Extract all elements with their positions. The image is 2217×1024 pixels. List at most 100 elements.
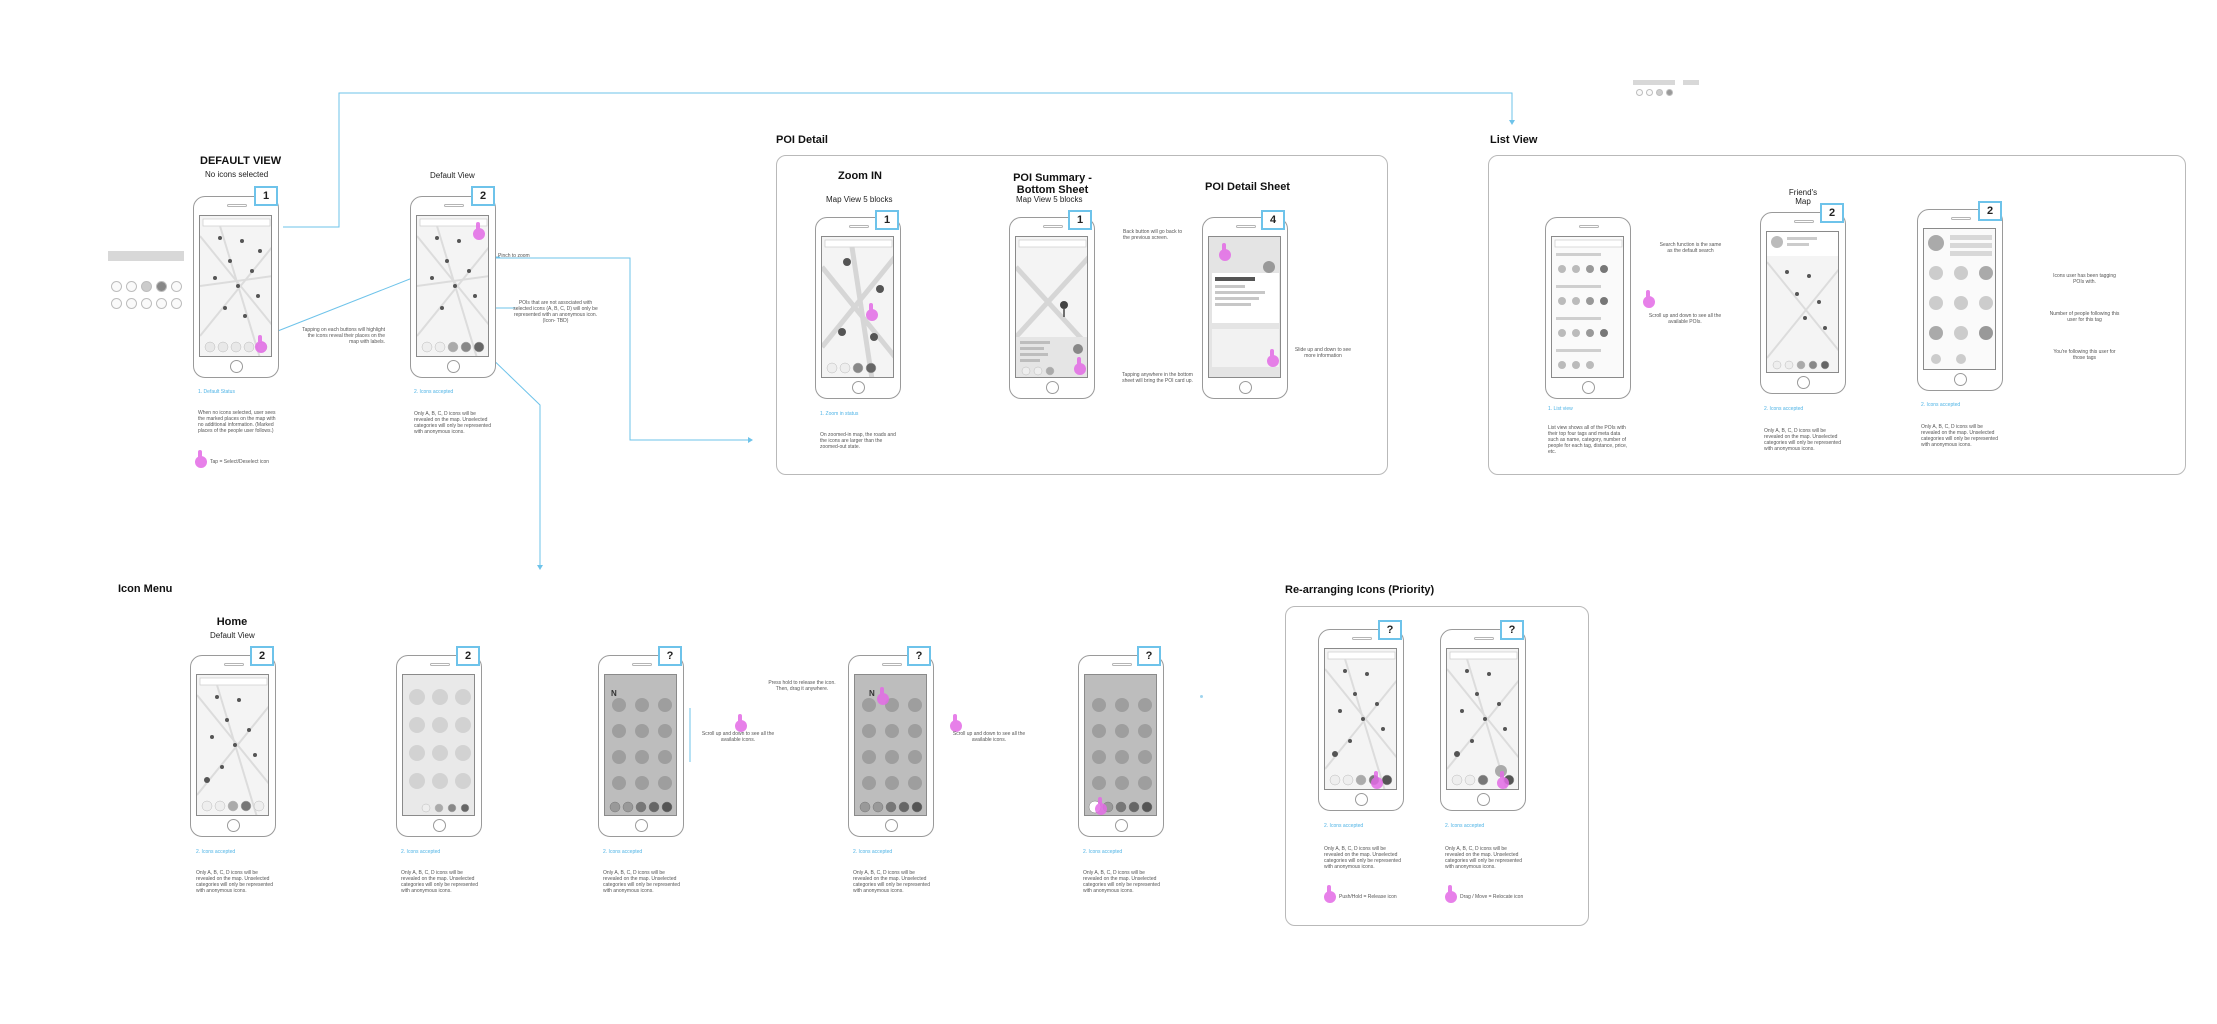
legend-icon [111,281,122,292]
hand-tap-icon [735,714,747,732]
home-button [230,360,243,373]
screen-badge: ? [907,646,931,666]
phone-icon-menu-dark: N [598,655,684,837]
friends-map-title: Friend's Map [1788,188,1818,206]
link-icons-accepted[interactable]: 2. Icons accepted [196,849,236,855]
mini-legend-dot [1656,89,1663,96]
home-button [1954,373,1967,386]
phone-icon-menu-home [190,655,276,837]
note-following: You're following this user for those tag… [2053,349,2116,361]
arrow-iconmenu-head [537,565,543,570]
screen-badge: ? [1137,646,1161,666]
link-icons-accepted[interactable]: 2. Icons accepted [1445,823,1485,829]
home-button [1046,381,1059,394]
icon-legend-bar [108,251,184,261]
legend-icon [141,281,152,292]
hand-tap-icon [195,450,207,468]
link-icons-accepted[interactable]: 2. Icons accepted [1324,823,1364,829]
link-icons-accepted[interactable]: 2. Icons accepted [603,849,643,855]
hand-tap-icon [1324,885,1336,903]
caption-legend-push: Push/Hold = Release icon [1339,894,1397,900]
caption-m3: Only A, B, C, D icons will be revealed o… [603,870,680,894]
home-subtitle: Default View [210,631,255,640]
hand-tap-icon [1219,243,1231,261]
screen-badge: 2 [456,646,480,666]
screen-badge: 1 [1068,210,1092,230]
note-unassociated: POIs that are not associated with select… [513,300,598,324]
zoom-title: Zoom IN [838,170,882,182]
north-indicator: N [611,689,617,698]
note-pinch: Pinch to zoom [498,253,530,259]
north-indicator: N [869,689,875,698]
connector-s2-to-iconmenu [482,349,541,565]
screen-badge: ? [1378,620,1402,640]
screen-map-zoomed [821,236,894,378]
caption-icons-accepted: Only A, B, C, D icons will be revealed o… [414,411,491,435]
note-tap-anywhere: Tapping anywhere in the bottom sheet wil… [1122,372,1193,384]
link-default-status[interactable]: 1. Default Status [198,389,235,395]
screen-badge: 1 [875,210,899,230]
screen-map [1446,648,1519,790]
legend-icon [171,298,182,309]
screen-map-summary [1015,236,1088,378]
phone-icon-menu-drag: N [848,655,934,837]
home-button [635,819,648,832]
link-list-view[interactable]: 1. List view [1548,406,1573,412]
note-tap-buttons: Tapping on each buttons will highlight t… [302,327,385,345]
home-button [1797,376,1810,389]
summary-title: POI Summary - Bottom Sheet [1013,172,1092,196]
hand-tap-icon [866,303,878,321]
home-button [1239,381,1252,394]
detail-title: POI Detail Sheet [1205,181,1290,193]
rearranging-title: Re-arranging Icons (Priority) [1285,584,1435,596]
screen-icon-grid [402,674,475,816]
note-scroll-icons: Scroll up and down to see all the availa… [701,731,775,743]
hand-drag-icon [1445,885,1457,903]
caption-default: When no icons selected, user sees the ma… [198,410,276,434]
home-button [1582,381,1595,394]
zoom-subtitle: Map View 5 blocks [826,195,893,204]
mini-legend-dot [1636,89,1643,96]
hand-tap-icon [1643,290,1655,308]
hand-tap-icon [1371,771,1383,789]
hand-tap-icon [1074,357,1086,375]
phone-poi-detail-sheet [1202,217,1288,399]
phone-rearrange-2 [1440,629,1526,811]
arrow-poidetail-head [748,437,753,443]
screen-badge: 2 [1978,201,2002,221]
note-scroll-pois: Scroll up and down to see all the availa… [1648,313,1722,325]
home-button [1477,793,1490,806]
phone-icons-accepted [410,196,496,378]
legend-icon [126,298,137,309]
caption-list-view: List view shows all of the POIs with the… [1548,425,1628,455]
caption-rearrange-1: Only A, B, C, D icons will be revealed o… [1324,846,1401,870]
phone-friend-tags [1917,209,2003,391]
mini-legend-bar [1633,80,1675,85]
link-icons-accepted[interactable]: 2. Icons accepted [853,849,893,855]
note-scroll-icons-2: Scroll up and down to see all the availa… [952,731,1026,743]
link-icons-accepted[interactable]: 2. Icons accepted [1083,849,1123,855]
screen-detail-sheet [1208,236,1281,378]
note-press-hold: Press hold to release the icon. Then, dr… [768,680,836,692]
hand-tap-icon [950,714,962,732]
phone-icon-menu-grid [396,655,482,837]
link-icons-accepted[interactable]: 2. Icons accepted [401,849,441,855]
poi-detail-title: POI Detail [776,134,828,146]
legend-icon [156,298,167,309]
arrow-list-head [1509,120,1515,125]
mini-legend-bar-2 [1683,80,1699,85]
link-icons-accepted[interactable]: 2. Icons accepted [414,389,454,395]
connector-default-to-list [283,92,1513,228]
screen-icon-grid-dark: N [604,674,677,816]
hand-tap-icon [1267,349,1279,367]
connector-s2-to-poidetail [485,257,748,441]
caption-home: Only A, B, C, D icons will be revealed o… [196,870,273,894]
screen-badge: 2 [1820,203,1844,223]
link-icons-accepted[interactable]: 2. Icons accepted [1921,402,1961,408]
stray-dot [1200,695,1203,698]
link-zoom-in[interactable]: 1. Zoom in status [820,411,859,417]
caption-rearrange-2: Only A, B, C, D icons will be revealed o… [1445,846,1522,870]
link-icons-accepted[interactable]: 2. Icons accepted [1764,406,1804,412]
list-view-title: List View [1490,134,1538,146]
phone-rearrange-1 [1318,629,1404,811]
